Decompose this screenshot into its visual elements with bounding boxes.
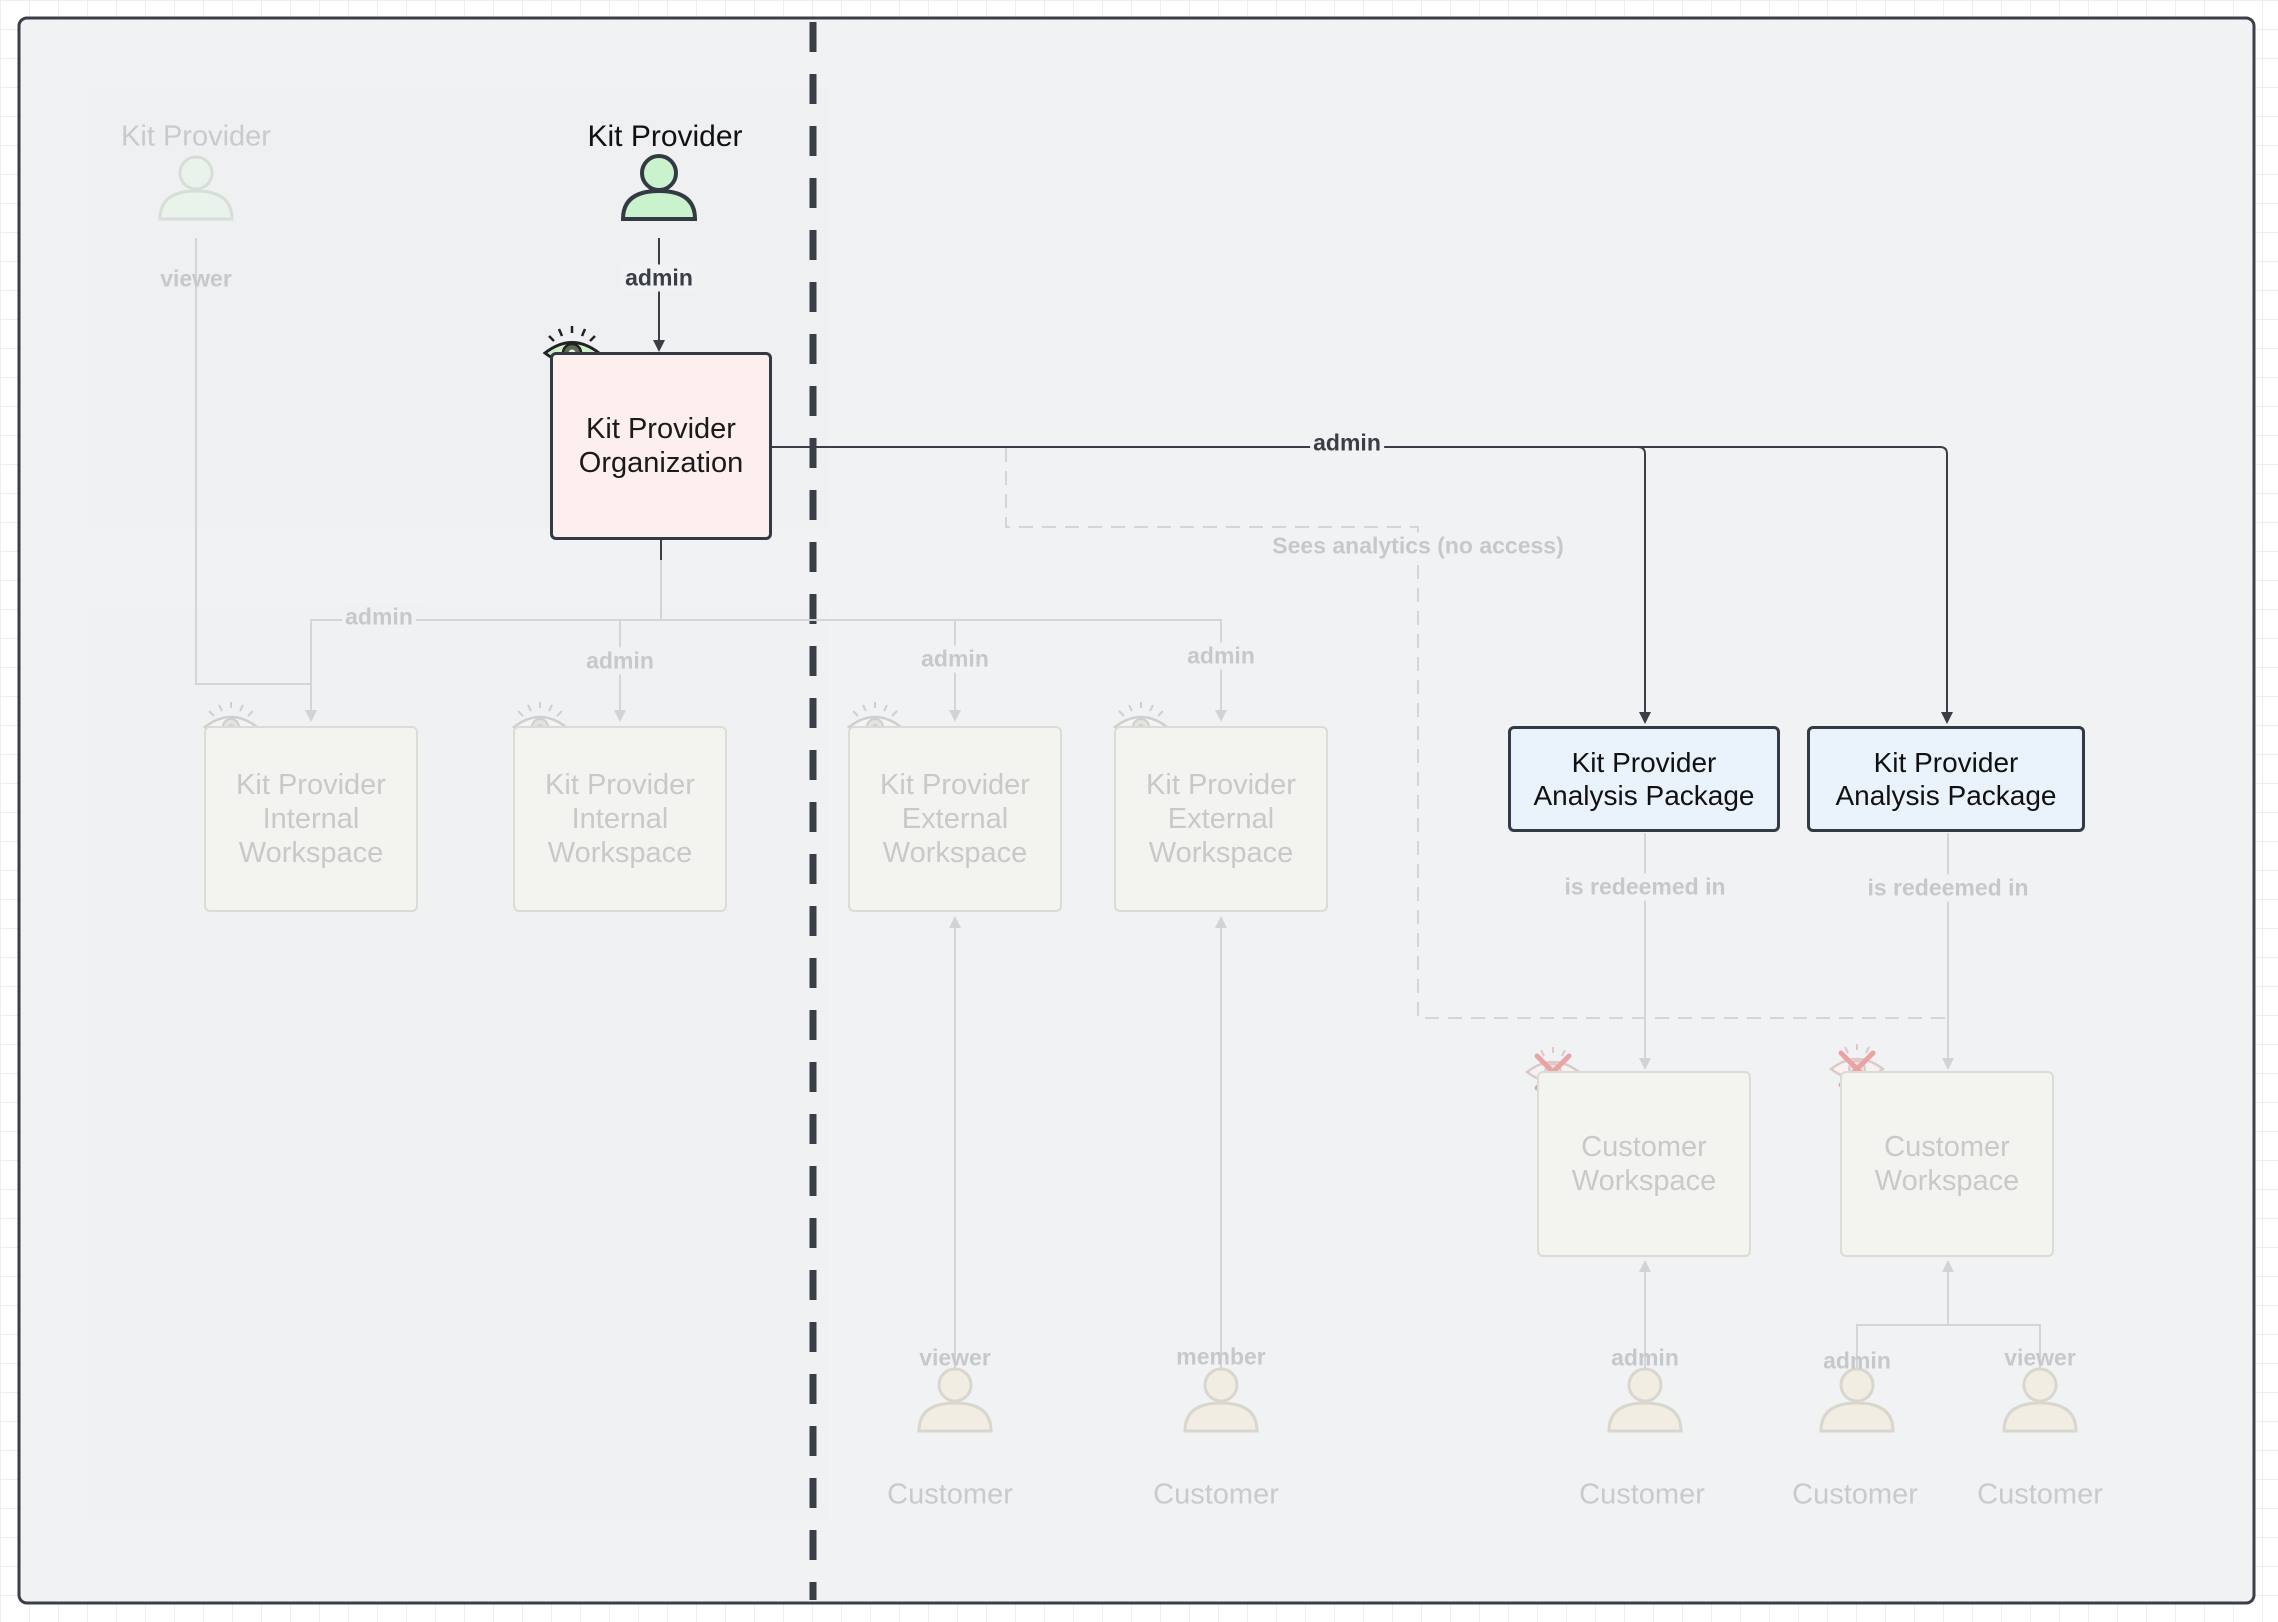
kit-provider-organization[interactable]: Kit Provider Organization bbox=[550, 352, 772, 540]
organization-label: Kit Provider Organization bbox=[578, 412, 744, 479]
provider-faded-role: viewer bbox=[160, 265, 232, 292]
internal-workspace-label: Kit Provider Internal Workspace bbox=[236, 768, 386, 870]
edge-label-internal-1: admin bbox=[342, 603, 416, 631]
edge-label-external-1: admin bbox=[918, 645, 992, 673]
customer-workspace-label: Customer Workspace bbox=[1874, 1130, 2020, 1197]
customer-name: Customer bbox=[1579, 1478, 1705, 1511]
edge-label-sees-analytics: Sees analytics (no access) bbox=[1268, 532, 1568, 560]
customer-name: Customer bbox=[1977, 1478, 2103, 1511]
analysis-package-label: Kit Provider Analysis Package bbox=[1835, 746, 2057, 811]
external-workspace-label: Kit Provider External Workspace bbox=[1146, 768, 1296, 870]
customer-role: viewer bbox=[2004, 1344, 2076, 1371]
edge-label-internal-2: admin bbox=[583, 647, 657, 675]
active-edges bbox=[653, 238, 1953, 724]
edge-label-redeemed-1: is redeemed in bbox=[1561, 873, 1729, 901]
customer-workspace-1[interactable]: Customer Workspace bbox=[1537, 1071, 1751, 1257]
provider-active-name: Kit Provider bbox=[587, 120, 743, 153]
edge-label-external-2: admin bbox=[1184, 642, 1258, 670]
provider-active-role: admin bbox=[621, 264, 697, 292]
customer-name: Customer bbox=[887, 1478, 1013, 1511]
external-workspace-2[interactable]: Kit Provider External Workspace bbox=[1114, 726, 1328, 912]
customer-workspace-label: Customer Workspace bbox=[1571, 1130, 1717, 1197]
customer-name: Customer bbox=[1792, 1478, 1918, 1511]
customer-role: admin bbox=[1611, 1344, 1679, 1371]
external-workspace-1[interactable]: Kit Provider External Workspace bbox=[848, 726, 1062, 912]
analysis-package-2[interactable]: Kit Provider Analysis Package bbox=[1807, 726, 2085, 832]
internal-workspace-2[interactable]: Kit Provider Internal Workspace bbox=[513, 726, 727, 912]
customer-role: viewer bbox=[919, 1344, 991, 1371]
internal-workspace-label: Kit Provider Internal Workspace bbox=[545, 768, 695, 870]
external-workspace-label: Kit Provider External Workspace bbox=[880, 768, 1030, 870]
analysis-package-label: Kit Provider Analysis Package bbox=[1533, 746, 1755, 811]
edge-label-org-packages: admin bbox=[1310, 429, 1384, 457]
customer-role: member bbox=[1176, 1343, 1266, 1370]
internal-workspace-1[interactable]: Kit Provider Internal Workspace bbox=[204, 726, 418, 912]
person-icon bbox=[620, 154, 698, 221]
provider-faded-name: Kit Provider bbox=[121, 120, 271, 153]
customer-role: admin bbox=[1823, 1347, 1891, 1374]
customer-workspace-2[interactable]: Customer Workspace bbox=[1840, 1071, 2054, 1257]
edge-label-redeemed-2: is redeemed in bbox=[1864, 874, 2032, 902]
customer-name: Customer bbox=[1153, 1478, 1279, 1511]
analysis-package-1[interactable]: Kit Provider Analysis Package bbox=[1508, 726, 1780, 832]
